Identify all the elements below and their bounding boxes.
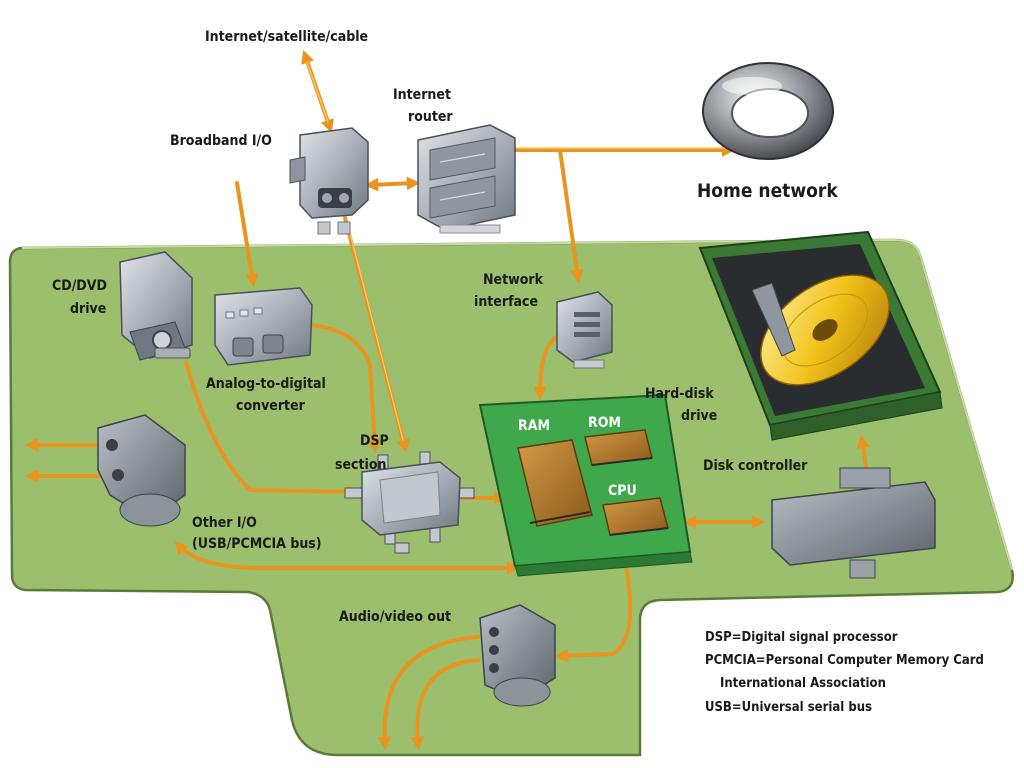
wire-cd-dsp — [184, 360, 361, 499]
label-adc-line1: Analog-to-digital — [206, 376, 326, 392]
label-broadband: Broadband I/O — [170, 133, 272, 149]
wire-board-avout — [554, 558, 633, 663]
other-io-device-icon — [97, 414, 186, 527]
label-other-io-line1: Other I/O — [192, 515, 257, 531]
home-network-ring-icon — [702, 62, 834, 160]
processor-board — [478, 393, 693, 577]
diagram-labels: Internet/satellite/cable Internet router… — [52, 29, 838, 625]
label-hdd-line2: drive — [681, 408, 717, 424]
legend-pcmcia-cont: International Association — [720, 676, 886, 691]
network-interface-icon — [556, 291, 613, 369]
label-network-line1: Network — [483, 272, 544, 288]
label-av-out: Audio/video out — [339, 609, 451, 625]
label-cd-line1: CD/DVD — [52, 278, 107, 294]
label-internet: Internet/satellite/cable — [205, 29, 368, 45]
label-disk-controller: Disk controller — [703, 458, 808, 474]
label-dsp-line2: section — [335, 457, 386, 473]
label-adc-line2: converter — [236, 398, 306, 414]
label-cd-line2: drive — [70, 301, 106, 317]
wire-avout-down1 — [377, 635, 480, 751]
wire-otherio-board — [174, 541, 521, 575]
disk-controller-icon — [771, 467, 936, 579]
ram-chip-icon — [517, 439, 593, 527]
rom-chip-icon — [584, 429, 653, 466]
wire-adc-dsp — [308, 323, 382, 454]
legend-usb: USB=Universal serial bus — [705, 700, 872, 715]
label-other-io-line2: (USB/PCMCIA bus) — [192, 536, 322, 552]
label-router-line1: Internet — [393, 87, 451, 103]
cd-dvd-drive-icon — [119, 251, 193, 361]
label-network-line2: interface — [474, 294, 538, 310]
label-home-network: Home network — [697, 180, 838, 202]
wire-avout-down2 — [410, 658, 480, 751]
abbreviation-legend: DSP=Digital signal processor PCMCIA=Pers… — [705, 630, 984, 715]
dsp-section-icon — [344, 451, 475, 554]
wire-broadband-router — [364, 176, 421, 192]
label-router-line2: router — [408, 109, 453, 125]
analog-to-digital-converter-icon — [214, 287, 313, 366]
internet-router-icon — [417, 124, 516, 234]
hard-disk-drive-icon — [698, 230, 943, 441]
label-ram: RAM — [518, 418, 550, 434]
wire-router-network-interface — [558, 148, 584, 284]
label-cpu: CPU — [608, 483, 637, 499]
label-dsp-line1: DSP — [360, 433, 389, 449]
broadband-io-device-icon — [289, 127, 369, 235]
cpu-chip-icon — [602, 497, 669, 536]
legend-pcmcia: PCMCIA=Personal Computer Memory Card — [705, 653, 984, 668]
wire-broadband-adc — [235, 181, 259, 288]
label-hdd-line1: Hard-disk — [645, 386, 714, 402]
legend-dsp: DSP=Digital signal processor — [705, 630, 898, 645]
audio-video-out-icon — [479, 604, 556, 707]
label-rom: ROM — [588, 415, 621, 431]
